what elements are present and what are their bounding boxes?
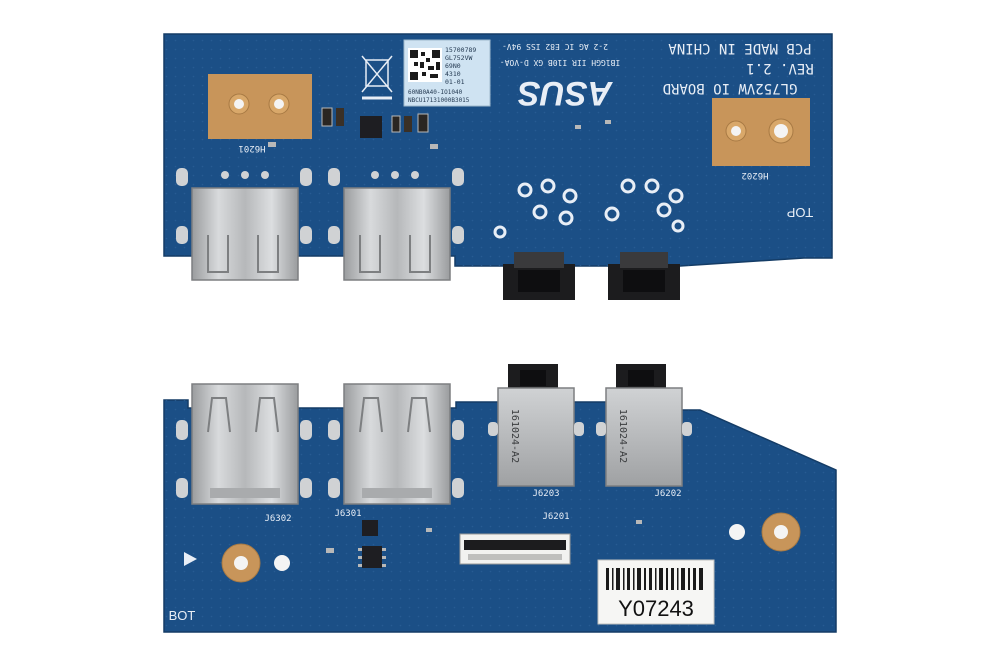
sticker-line-4: 4310 bbox=[445, 70, 461, 78]
smd-components bbox=[268, 107, 611, 149]
sticker-footer-2: NBCU17131000B3015 bbox=[408, 97, 470, 104]
weee-bin-icon bbox=[361, 55, 393, 100]
bottom-side-label: BOT bbox=[169, 608, 196, 623]
label-j6201: J6201 bbox=[542, 512, 569, 522]
ribbon-connector bbox=[459, 533, 571, 565]
board-name-text: GL752VW IO BOARD bbox=[663, 80, 798, 96]
codes-line-2: IB1GGH IIR I10B GX D-VOA- bbox=[500, 58, 620, 67]
bottom-board: 161024-A2 161024-A2 J6302 J6301 J6203 J6… bbox=[163, 364, 837, 633]
codes-line-1: 2-2 AG IC E82 ISS 94V- bbox=[502, 42, 608, 51]
usb-port-bottom-2 bbox=[328, 383, 464, 505]
triangle-marker-icon bbox=[184, 552, 197, 566]
sticker-line-3: 69N0 bbox=[445, 62, 461, 70]
hole-label-h6202: H6202 bbox=[741, 170, 768, 180]
made-in-text: PCB MADE IN CHINA bbox=[668, 40, 812, 56]
jack-marking-1: 161024-A2 bbox=[509, 409, 520, 463]
usb-port-top-1 bbox=[176, 168, 312, 281]
usb-port-top-2 bbox=[328, 168, 464, 281]
sticker-line-5: 01-01 bbox=[445, 78, 465, 86]
usb-port-bottom-1 bbox=[176, 383, 312, 505]
mounting-pad-h6201 bbox=[208, 74, 312, 139]
audio-jack-bottom-2: 161024-A2 bbox=[596, 364, 692, 487]
bottom-smd-components bbox=[326, 520, 642, 568]
audio-jack-bottom-1: 161024-A2 bbox=[488, 364, 584, 487]
sticker-line-2: GL752VW bbox=[445, 54, 472, 62]
audio-jack-top-1 bbox=[493, 178, 578, 300]
barcode-sticker: Y07243 bbox=[597, 559, 715, 625]
board-info-silkscreen: PCB MADE IN CHINA REV. 2.1 GL752VW IO BO… bbox=[500, 40, 814, 96]
label-j6203: J6203 bbox=[532, 489, 559, 499]
serial-sticker: 15700789 GL752VW 69N0 4310 01-01 60NB0A4… bbox=[403, 39, 491, 107]
label-j6301: J6301 bbox=[334, 509, 361, 519]
top-board: H6201 H6202 TOP PCB MADE IN CHINA REV. 2… bbox=[163, 33, 833, 300]
jack-marking-2: 161024-A2 bbox=[617, 409, 628, 463]
label-j6302: J6302 bbox=[264, 514, 291, 524]
sticker-line-1: 15700789 bbox=[445, 46, 476, 54]
asus-logo: ASUS bbox=[517, 74, 613, 112]
label-j6202: J6202 bbox=[654, 489, 681, 499]
barcode-text: Y07243 bbox=[618, 596, 694, 621]
mounting-hole-bottom-left bbox=[221, 543, 290, 583]
top-side-label: TOP bbox=[787, 205, 814, 220]
revision-text: REV. 2.1 bbox=[746, 60, 813, 76]
hole-label-h6201: H6201 bbox=[238, 143, 265, 153]
barcode-icon bbox=[606, 568, 703, 590]
qr-code-icon bbox=[408, 48, 442, 82]
audio-jack-top-2 bbox=[604, 178, 685, 300]
mounting-hole-bottom-right bbox=[729, 512, 801, 552]
sticker-footer-1: 60NB0A40-IO1040 bbox=[408, 89, 463, 96]
